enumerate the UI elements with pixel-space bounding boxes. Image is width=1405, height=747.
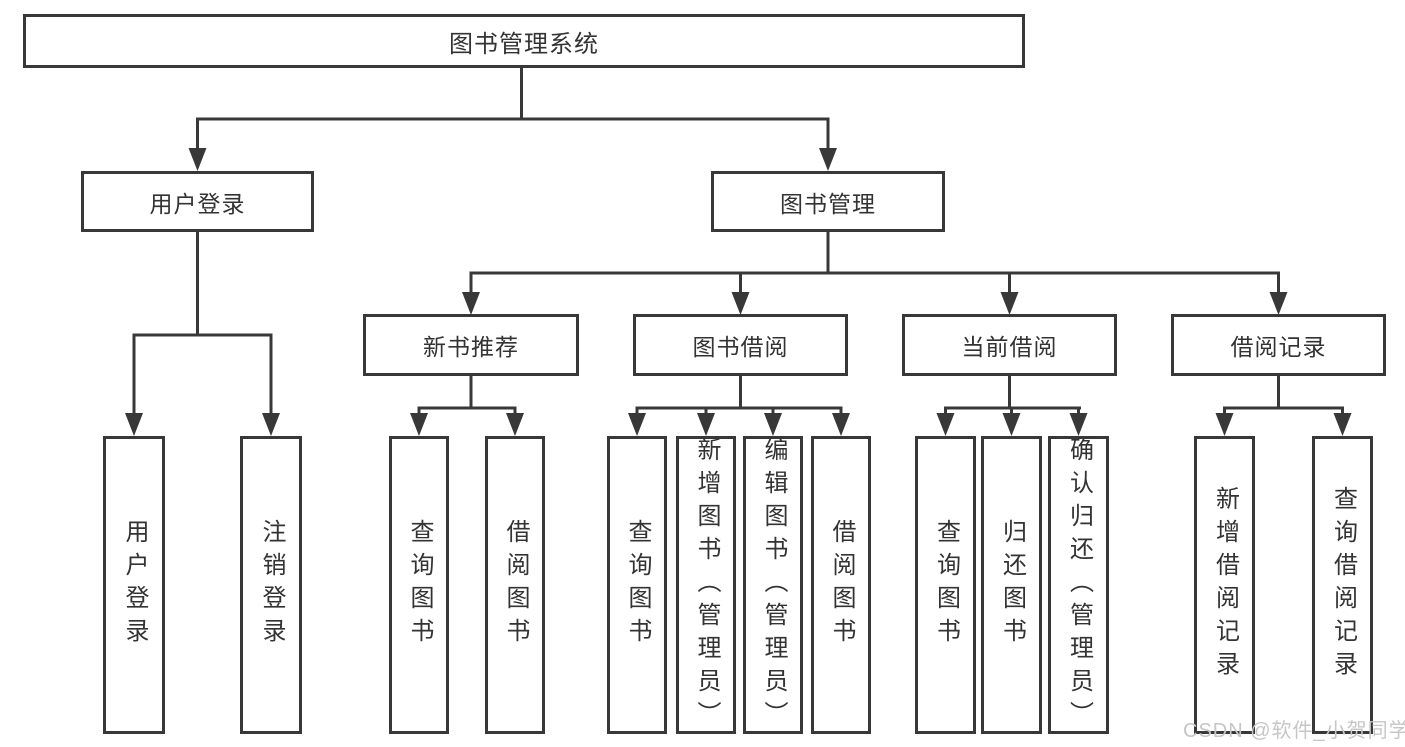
connectors-root	[196, 68, 830, 150]
leaf-label: 注销登录	[258, 519, 285, 651]
node-book-borrow: 图书借阅	[633, 314, 848, 376]
connectors-book-borrow	[635, 376, 843, 415]
watermark: CSDN @软件_小贺同学	[1183, 720, 1405, 742]
leaf-user-login: 用户登录	[103, 436, 165, 734]
connectors-current-borrow	[944, 376, 1081, 415]
leaf-add-book-admin: 新增图书（管理员）	[676, 436, 736, 734]
node-system-root: 图书管理系统	[23, 14, 1025, 68]
leaf-confirm-return-admin: 确认归还（管理员）	[1048, 436, 1109, 734]
leaf-label: 借阅图书	[502, 519, 529, 651]
leaf-add-borrow-record: 新增借阅记录	[1194, 436, 1255, 734]
leaf-query-borrow-record: 查询借阅记录	[1312, 436, 1373, 734]
arrowheads	[125, 148, 1352, 436]
leaf-return-books: 归还图书	[981, 436, 1042, 734]
leaf-label: 新增借阅记录	[1211, 486, 1239, 684]
leaf-logout: 注销登录	[240, 436, 302, 734]
connectors-new-book-recommend	[417, 376, 517, 415]
leaf-edit-book-admin: 编辑图书（管理员）	[743, 436, 803, 734]
leaf-label: 用户登录	[121, 519, 148, 651]
leaf-label: 新增图书（管理员）	[693, 436, 720, 734]
leaf-label: 确认归还（管理员）	[1065, 436, 1093, 734]
connectors-user-login	[132, 232, 273, 415]
connectors-borrow-records	[1223, 376, 1344, 415]
connectors-book-management	[469, 232, 1280, 294]
node-user-login: 用户登录	[81, 171, 314, 232]
node-new-book-recommend: 新书推荐	[363, 314, 579, 376]
leaf-query-books-current: 查询图书	[915, 436, 976, 734]
leaf-borrow-books: 借阅图书	[811, 436, 871, 734]
leaf-label: 查询图书	[932, 519, 960, 651]
leaf-label: 查询借阅记录	[1329, 486, 1357, 684]
leaf-query-books-borrow: 查询图书	[607, 436, 667, 734]
leaf-borrow-books-recommend: 借阅图书	[485, 436, 545, 734]
leaf-label: 查询图书	[406, 519, 433, 651]
leaf-label: 借阅图书	[828, 519, 855, 651]
node-current-borrow: 当前借阅	[902, 314, 1117, 376]
leaf-label: 归还图书	[998, 519, 1026, 651]
leaf-label: 查询图书	[624, 519, 651, 651]
leaf-label: 编辑图书（管理员）	[760, 436, 787, 734]
node-book-management: 图书管理	[711, 171, 945, 232]
node-borrow-records: 借阅记录	[1171, 314, 1386, 376]
leaf-query-books-recommend: 查询图书	[389, 436, 449, 734]
